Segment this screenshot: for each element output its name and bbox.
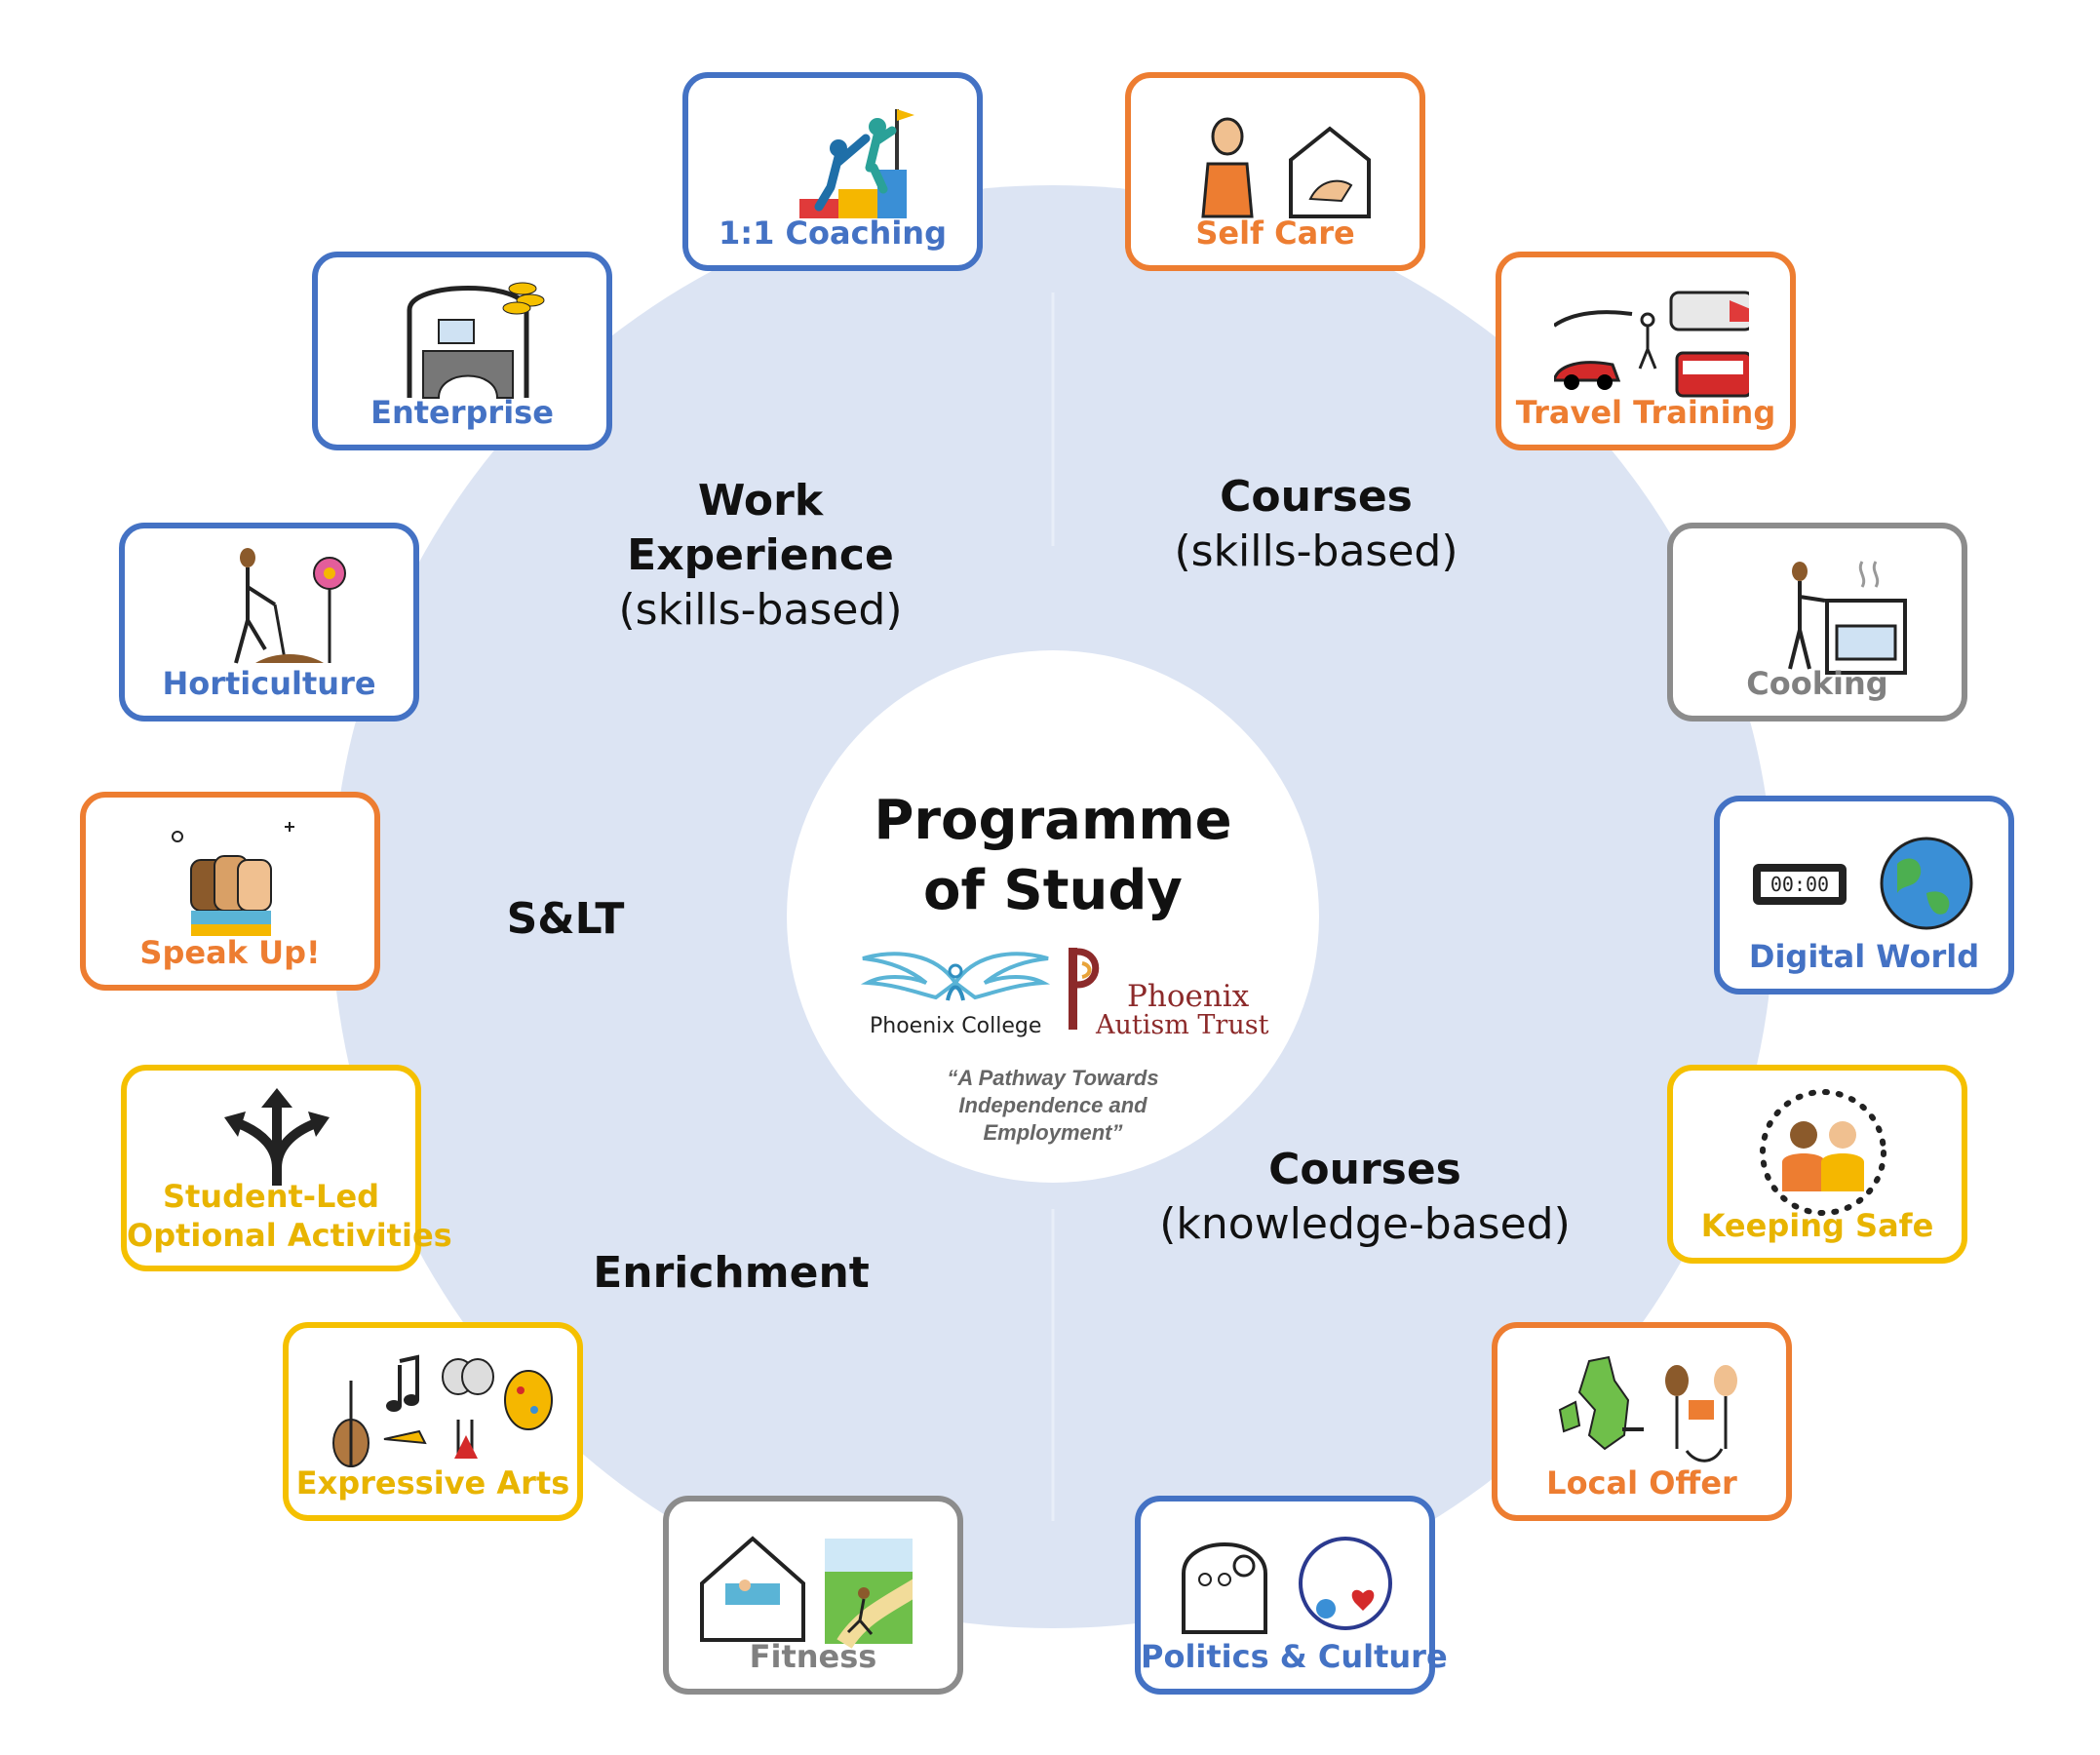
- card-digital-world[interactable]: 00:00 Digital World: [1714, 796, 2014, 994]
- card-student-led-label-line2: Optional Activities: [127, 1217, 452, 1254]
- tagline-line3: Employment”: [983, 1120, 1123, 1145]
- card-horticulture[interactable]: Horticulture: [119, 523, 419, 722]
- map-exchange-icon: [1558, 1355, 1737, 1462]
- center-hub: [787, 650, 1319, 1183]
- card-travel-training[interactable]: Travel Training: [1496, 252, 1796, 450]
- logo-trust-subtitle: Autism Trust: [1096, 1010, 1269, 1040]
- sector-courses-knowledge: Courses (knowledge-based): [1159, 1145, 1571, 1249]
- raised-fists-icon: [172, 822, 294, 936]
- self-care-icon: [1201, 117, 1371, 218]
- transport-icon: [1554, 291, 1749, 398]
- community-icon: [1182, 1537, 1392, 1634]
- card-fitness[interactable]: Fitness: [663, 1496, 963, 1695]
- card-horticulture-label: Horticulture: [162, 665, 376, 702]
- globe-clock-icon: 00:00: [1753, 837, 1973, 930]
- card-keeping-safe-label: Keeping Safe: [1700, 1207, 1934, 1244]
- card-coaching-label: 1:1 Coaching: [719, 214, 947, 252]
- choice-arrows-icon: [224, 1088, 330, 1186]
- music-drama-icon: [332, 1354, 553, 1467]
- card-student-led[interactable]: Student-Led Optional Activities: [121, 1065, 452, 1271]
- card-self-care[interactable]: Self Care: [1125, 72, 1425, 271]
- logo-phoenix-college: Phoenix College: [870, 1014, 1042, 1038]
- card-expressive-arts-label: Expressive Arts: [295, 1464, 570, 1502]
- card-local-offer-label: Local Offer: [1546, 1464, 1737, 1502]
- tagline: “A Pathway Towards Independence and Empl…: [907, 1065, 1199, 1147]
- tagline-line1: “A Pathway Towards: [947, 1066, 1159, 1090]
- gardening-icon: [234, 548, 346, 664]
- card-politics-culture-label: Politics & Culture: [1141, 1638, 1448, 1675]
- center-title-line1: Programme: [874, 789, 1232, 852]
- card-coaching[interactable]: 1:1 Coaching: [682, 72, 983, 271]
- card-speak-up[interactable]: Speak Up!: [80, 792, 380, 991]
- logo-trust-name: Phoenix: [1127, 979, 1250, 1014]
- card-speak-up-label: Speak Up!: [139, 934, 321, 971]
- climbing-people-icon: [799, 109, 914, 218]
- card-enterprise[interactable]: Enterprise: [312, 252, 612, 450]
- card-student-led-label-line1: Student-Led: [162, 1178, 380, 1215]
- card-expressive-arts[interactable]: Expressive Arts: [283, 1322, 583, 1521]
- card-enterprise-label: Enterprise: [370, 394, 554, 431]
- card-digital-world-label: Digital World: [1748, 938, 1980, 975]
- sector-enrichment: Enrichment: [593, 1248, 870, 1298]
- svg-text:00:00: 00:00: [1770, 873, 1829, 896]
- center-title-line2: of Study: [923, 859, 1183, 922]
- card-local-offer[interactable]: Local Offer: [1492, 1322, 1792, 1521]
- safe-circle-icon: [1760, 1089, 1886, 1216]
- sector-courses-skills: Courses (skills-based): [1174, 472, 1458, 576]
- card-cooking[interactable]: Cooking: [1667, 523, 1967, 722]
- card-self-care-label: Self Care: [1195, 214, 1355, 252]
- cooker-icon: [1788, 561, 1907, 675]
- card-keeping-safe[interactable]: Keeping Safe: [1667, 1065, 1967, 1264]
- sector-work-experience: Work Experience (skills-based): [618, 476, 903, 635]
- shop-desk-icon: [407, 282, 545, 399]
- tagline-line2: Independence and: [958, 1093, 1147, 1117]
- card-fitness-label: Fitness: [749, 1638, 877, 1675]
- sector-slt: S&LT: [506, 894, 625, 944]
- card-cooking-label: Cooking: [1746, 665, 1888, 702]
- card-politics-culture[interactable]: Politics & Culture: [1135, 1496, 1448, 1695]
- card-travel-training-label: Travel Training: [1515, 394, 1776, 431]
- phoenix-trust-logo-icon: [1069, 948, 1100, 1030]
- swim-run-icon: [700, 1536, 913, 1650]
- phoenix-bird-icon: [860, 952, 1051, 1001]
